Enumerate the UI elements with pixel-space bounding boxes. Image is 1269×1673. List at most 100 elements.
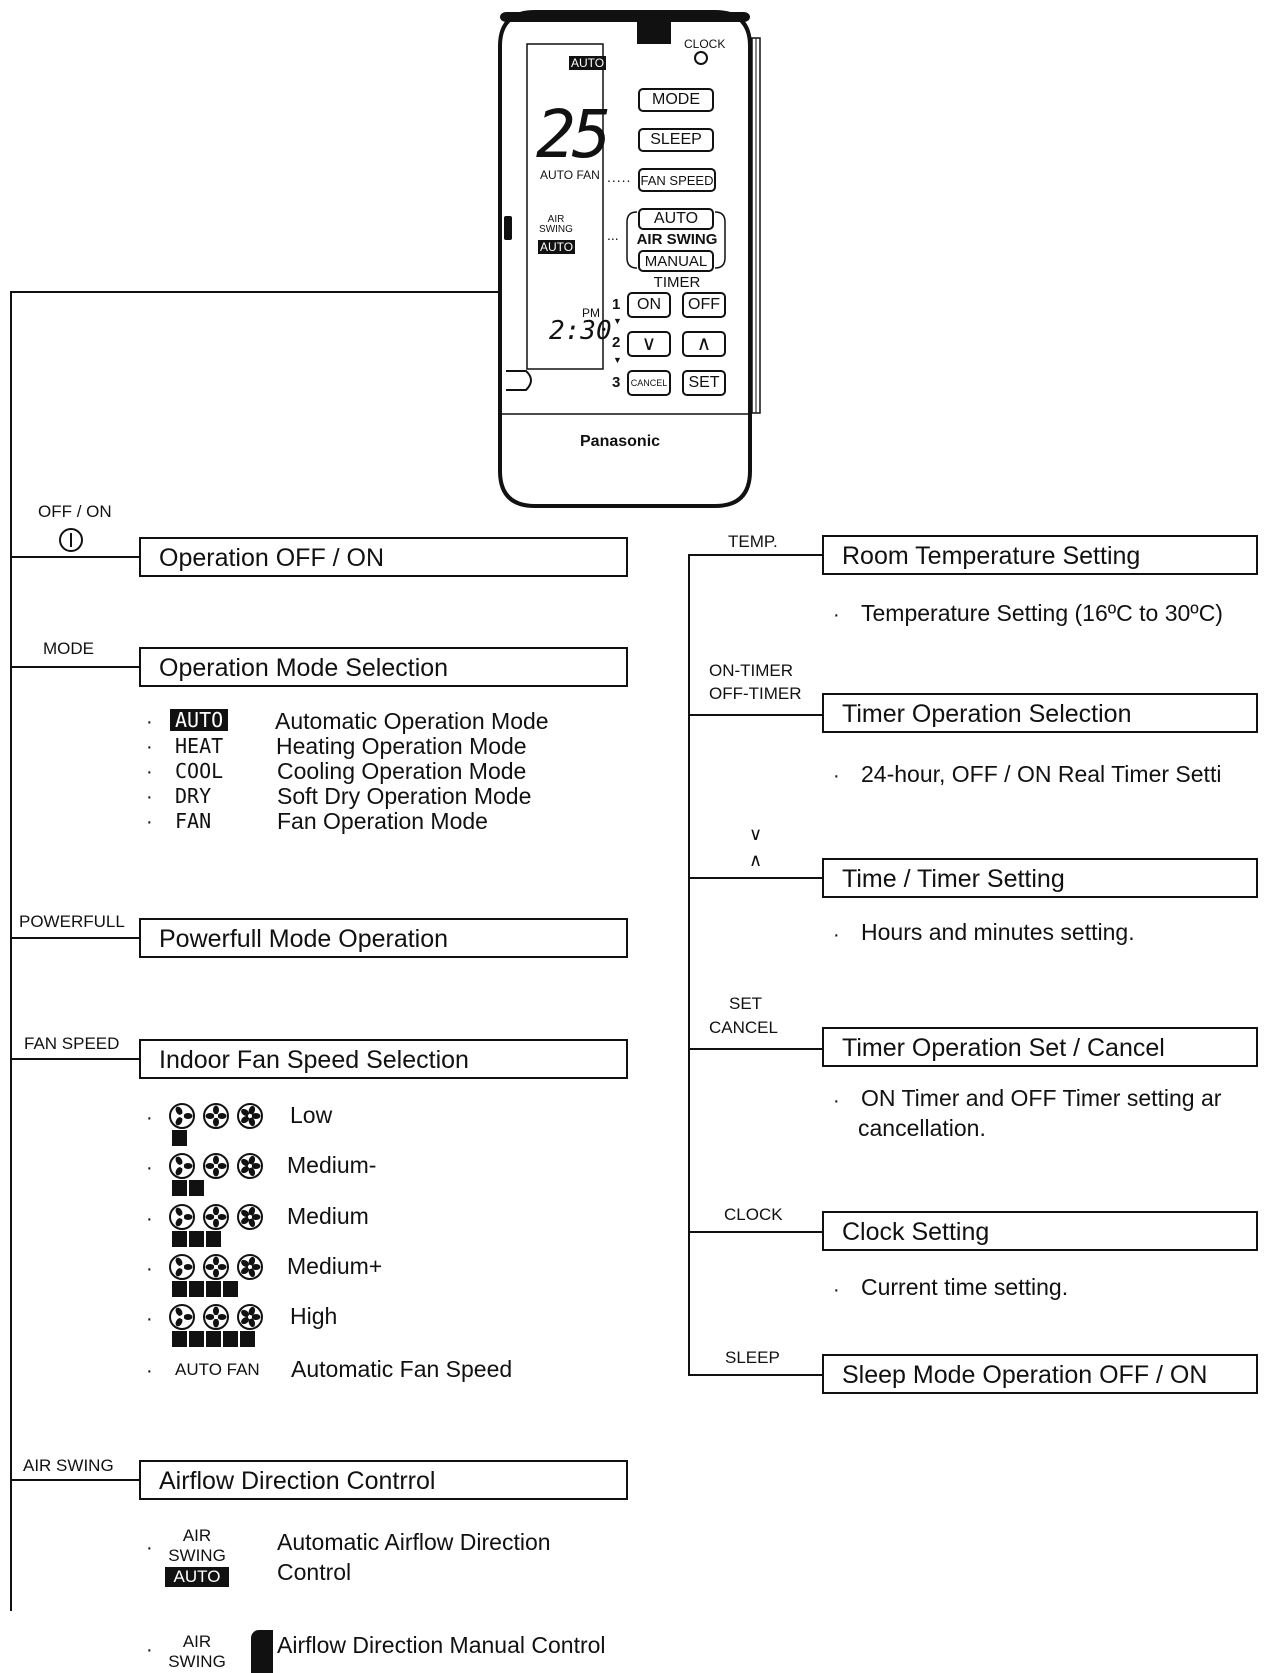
remote-fan-speed-button[interactable]: FAN SPEED [638, 168, 716, 192]
fan-speed-bars [172, 1231, 223, 1252]
fan-blade-icon [169, 1204, 195, 1230]
fan-blade-icon [237, 1304, 263, 1330]
remote-step-3: 3 [612, 374, 621, 391]
air-swing-auto-icon-badge: AUTO [165, 1566, 229, 1588]
air-swing-auto-icon-top: AIR [182, 1526, 212, 1545]
list-bullet: · [146, 1639, 153, 1661]
remote-set-button[interactable]: SET [682, 370, 726, 396]
lcd-air-swing-badge: AUTO [538, 240, 576, 254]
air-swing-manual-icon: AIR SWING [165, 1632, 229, 1673]
fan-blade-icon [203, 1204, 229, 1230]
list-bullet: · [146, 1208, 153, 1230]
mode-text-dry: Soft Dry Operation Mode [277, 783, 532, 809]
fan-speed-bar [223, 1281, 238, 1297]
branch-timer [688, 714, 822, 716]
list-bullet: · [833, 604, 840, 626]
remote-mode-button[interactable]: MODE [638, 88, 714, 112]
fan-speed-icons [168, 1152, 268, 1185]
temp-note: Temperature Setting (16ºC to 30ºC) [861, 600, 1223, 626]
remote-timer-title: TIMER [653, 274, 701, 291]
fan-icons-group [169, 1304, 263, 1330]
operation-off-on-box: Operation OFF / ON [139, 537, 628, 577]
fan-speed-level-text: High [290, 1303, 338, 1329]
branch-mode [10, 666, 140, 668]
clock-button-label: CLOCK [724, 1205, 783, 1224]
mode-code-fan: FAN [175, 809, 212, 833]
fan-speed-bar [206, 1331, 221, 1347]
step-arrow-1: ▼ [613, 316, 622, 326]
list-bullet: · [146, 761, 153, 783]
fan-blade-icon [203, 1103, 229, 1129]
on-timer-button-label: ON-TIMER [709, 661, 794, 680]
fan-blade-icon [169, 1153, 195, 1179]
remote-sleep-button[interactable]: SLEEP [638, 128, 714, 152]
branch-time [688, 877, 822, 879]
clock-label: CLOCK [684, 37, 726, 51]
mode-text-fan: Fan Operation Mode [277, 808, 488, 834]
remote-connector-line [10, 291, 500, 293]
air-swing-button-label: AIR SWING [23, 1456, 114, 1475]
lcd-time: 2:30 [549, 316, 612, 346]
fan-speed-box: Indoor Fan Speed Selection [139, 1039, 628, 1079]
time-timer-setting-box: Time / Timer Setting [822, 858, 1258, 898]
clock-setting-box: Clock Setting [822, 1211, 1258, 1251]
remote-timer-on-button[interactable]: ON [627, 292, 671, 318]
off-on-button-label: OFF / ON [38, 502, 112, 521]
up-arrow-button-label: ∧ [749, 850, 763, 870]
fan-icons-group [169, 1103, 263, 1129]
list-bullet: · [146, 1360, 153, 1382]
remote-air-swing-auto-button[interactable]: AUTO [638, 208, 714, 230]
lcd-pm-label: PM [582, 306, 600, 320]
auto-fan-code: AUTO FAN [175, 1360, 260, 1379]
air-swing-auto-text-1: Automatic Airflow Direction [277, 1529, 551, 1555]
branch-sleep [688, 1374, 822, 1376]
fan-speed-bar [206, 1231, 221, 1247]
manual-flap-icon [251, 1630, 273, 1673]
fan-speed-bar [172, 1281, 187, 1297]
remote-up-button[interactable]: ∧ [682, 331, 726, 357]
remote-cancel-button[interactable]: CANCEL [627, 370, 671, 396]
sleep-button-label: SLEEP [725, 1348, 780, 1367]
fan-speed-bar [189, 1180, 204, 1196]
step-arrow-2: ▼ [613, 355, 622, 365]
list-bullet: · [146, 736, 153, 758]
right-trunk-line [688, 554, 690, 1376]
fan-blade-icon [237, 1153, 263, 1179]
fan-speed-icons [168, 1303, 268, 1336]
remote-timer-off-button[interactable]: OFF [682, 292, 726, 318]
fan-blade-icon [203, 1304, 229, 1330]
fan-speed-level-text: Low [290, 1102, 333, 1128]
air-swing-manual-icon-mid: SWING [168, 1652, 226, 1672]
fan-speed-bar [172, 1331, 187, 1347]
remote-air-swing-manual-button[interactable]: MANUAL [638, 250, 714, 272]
fan-speed-bar [172, 1130, 187, 1146]
time-note: Hours and minutes setting. [861, 919, 1135, 945]
left-trunk-line [10, 291, 12, 1611]
mode-code-auto: AUTO [170, 709, 229, 731]
cancel-button-label: CANCEL [709, 1018, 778, 1037]
air-swing-manual-text: Airflow Direction Manual Control [277, 1632, 606, 1658]
operation-mode-box: Operation Mode Selection [139, 647, 628, 687]
list-bullet: · [146, 811, 153, 833]
fan-speed-bar [240, 1331, 255, 1347]
fan-blade-icon [203, 1153, 229, 1179]
air-swing-auto-text-2: Control [277, 1559, 352, 1585]
set-button-label: SET [729, 994, 763, 1013]
airflow-direction-box: Airflow Direction Contrrol [139, 1460, 628, 1500]
fan-speed-bar [172, 1231, 187, 1247]
branch-clock [688, 1231, 822, 1233]
remote-down-button[interactable]: ∨ [627, 331, 671, 357]
list-bullet: · [833, 765, 840, 787]
fan-speed-bar [223, 1331, 238, 1347]
set-cancel-note-1: ON Timer and OFF Timer setting ar [861, 1085, 1222, 1111]
branch-air-swing [10, 1479, 140, 1481]
fan-speed-level-text: Medium+ [287, 1253, 383, 1279]
list-bullet: · [833, 1279, 840, 1301]
fan-speed-level-text: Medium [287, 1203, 369, 1229]
air-swing-bracket [626, 211, 726, 269]
fan-speed-leader: ..... [607, 169, 632, 185]
air-swing-auto-icon-mid: SWING [168, 1546, 226, 1566]
list-bullet: · [146, 1537, 153, 1559]
list-bullet: · [146, 1308, 153, 1330]
lcd-temperature: 25 [536, 96, 612, 173]
